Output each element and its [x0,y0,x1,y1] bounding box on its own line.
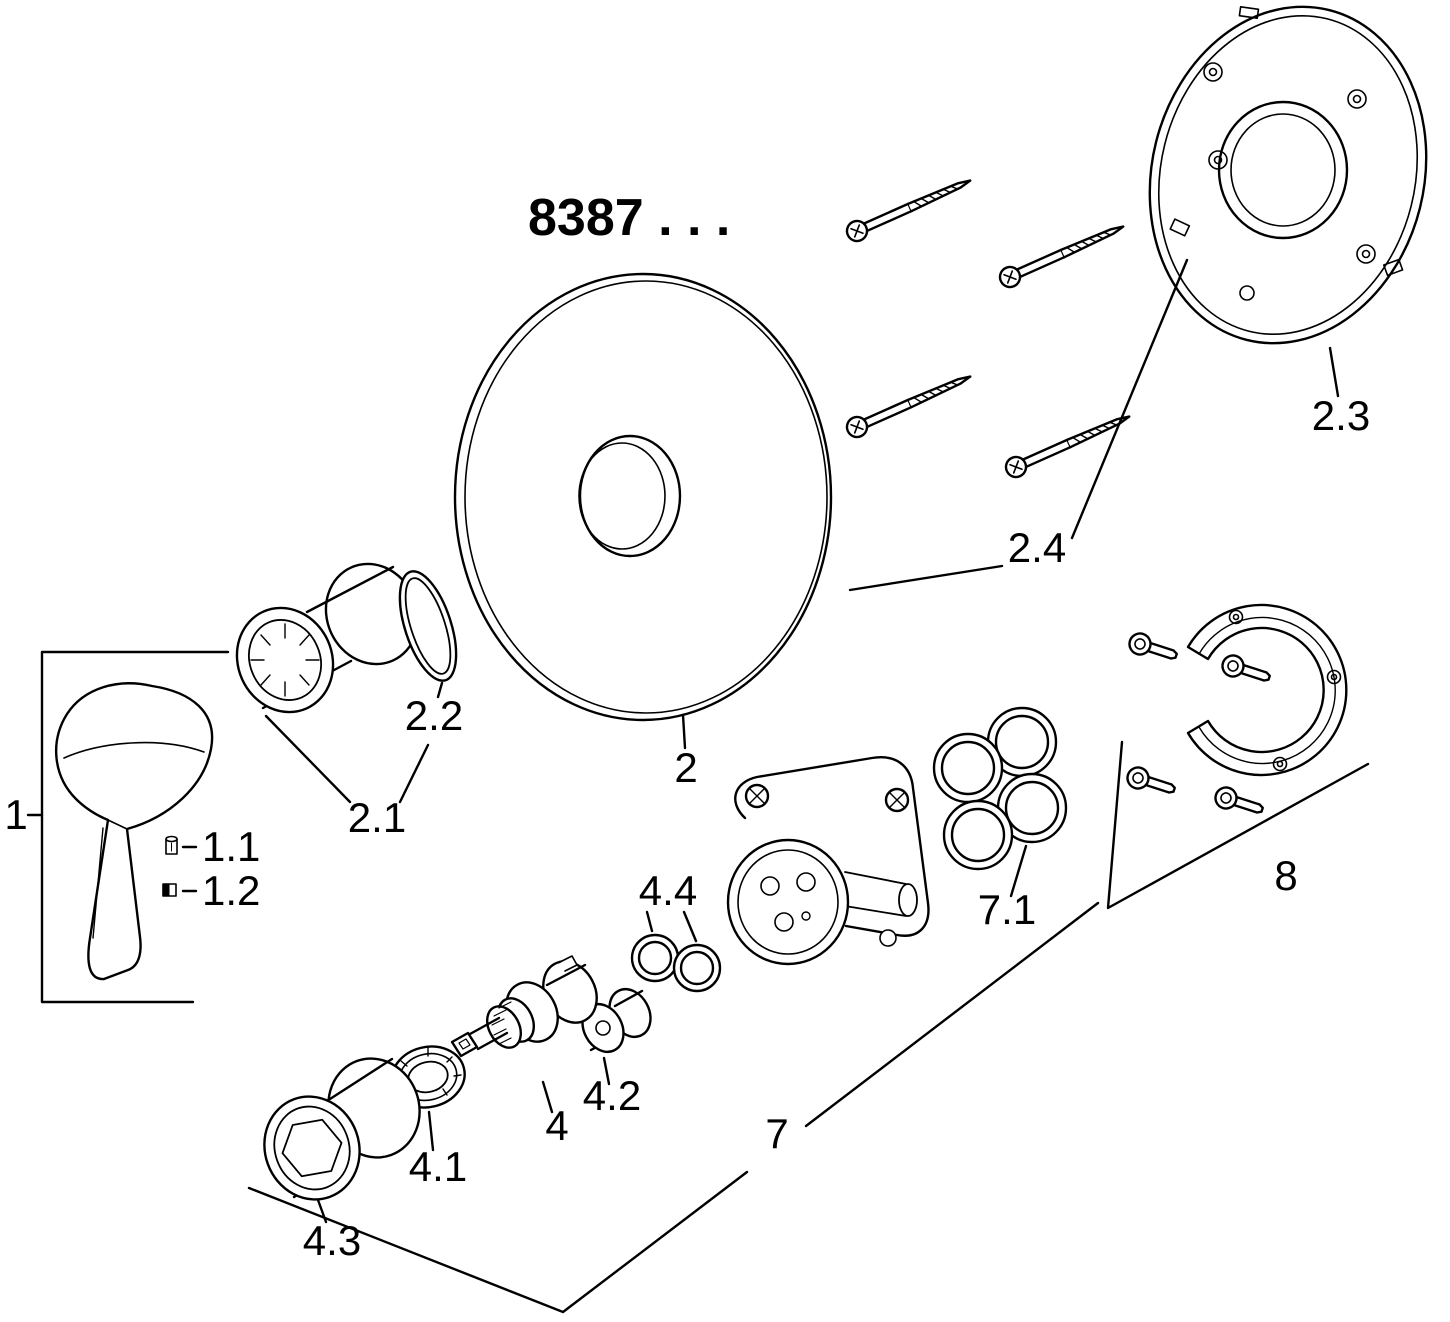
function-sleeve-2-1: 2.1 [235,562,430,841]
leader-line-7-1 [1009,844,1028,898]
snap-ring-2-2: 2.2 [398,570,463,739]
oring-set-7-1: 7.1 [932,706,1068,933]
leader-line-4-3 [316,1198,328,1224]
adapter-sleeve-4-2: 4.2 [581,987,652,1119]
screw-set-2-4: 2.4 [842,170,1189,592]
leader-bracket-8 [1106,740,1370,910]
part-label-4-3: 4.3 [303,1217,361,1264]
leader-bracket-2-4 [848,258,1189,592]
part-label-4-2: 4.2 [583,1072,641,1119]
part-label-2: 2 [674,744,697,791]
screw-icon [1211,783,1267,821]
screw-icon [842,366,976,442]
part-label-2-3: 2.3 [1312,392,1370,439]
part-label-4-1: 4.1 [409,1143,467,1190]
part-label-1: 1 [4,791,27,838]
lock-ring-4-1: 4.1 [390,1045,467,1190]
leader-line-4-1 [427,1110,435,1152]
screw-icon [842,170,976,246]
part-label-7-1: 7.1 [978,886,1036,933]
retaining-bracket-8: 8 [1106,603,1370,910]
oring-icon [672,943,722,993]
part-label-4: 4 [545,1102,568,1149]
part-label-4-4: 4.4 [639,867,697,914]
set-screw-1-1: 1.1 [165,823,260,870]
group-bracket-1 [40,650,230,1004]
leader-line-4-2 [602,1056,611,1086]
lever-handle-1: 1 [4,650,230,1004]
valve-body-7: 7 [247,756,1100,1314]
mounting-plate-2-3: 2.3 [1148,5,1428,439]
leader-bracket-2-1 [264,714,430,804]
diagram-title: 8387 . . . [528,189,730,247]
leader-line-4 [541,1080,554,1114]
part-label-7: 7 [765,1110,788,1157]
part-label-2-2: 2.2 [405,692,463,739]
cartridge-4: 4 [450,955,598,1149]
oring-icon [630,933,680,983]
leader-bracket-7 [247,901,1100,1314]
screw-icon [995,216,1129,292]
screw-icon [1123,763,1179,801]
oring-set-4-4: 4.4 [630,867,722,993]
cap-sleeve-4-3: 4.3 [263,1057,421,1264]
screw-icon [1001,406,1135,482]
screw-icon [1218,651,1274,689]
screw-icon [1125,629,1181,667]
part-label-2-4: 2.4 [1008,524,1066,571]
part-label-8: 8 [1274,852,1297,899]
leader-bracket-4-4 [645,910,698,943]
leader-line-2-2 [436,681,444,699]
plug-1-2: 1.2 [162,867,260,914]
leader-line-2 [681,713,687,750]
part-label-1-1: 1.1 [202,823,260,870]
oring-icon [932,732,1004,804]
escutcheon-plate-2: 2 [453,272,833,791]
part-label-2-1: 2.1 [348,794,406,841]
leader-line-2-3 [1328,346,1340,398]
oring-icon [942,799,1014,871]
part-label-1-2: 1.2 [202,867,260,914]
